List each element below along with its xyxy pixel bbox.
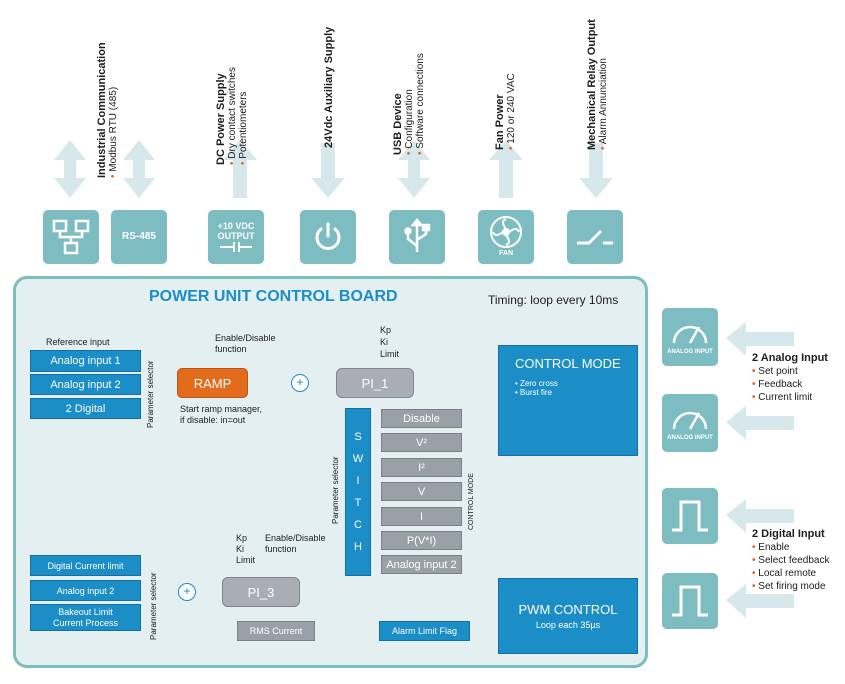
board-title: POWER UNIT CONTROL BOARD [149,288,398,305]
capacitor-icon [220,242,252,252]
label-mechanical-relay-output: Mechanical Relay Output • Alarm Annuncia… [586,19,609,150]
summing-junction-bottom: + [178,583,196,601]
down-arrow [311,143,345,198]
switch-option-i2: I² [381,458,462,477]
switch-option-analog-input-2: Analog input 2 [381,555,462,574]
analog-gauge-icon-2: ANALOG INPUT [662,394,718,452]
relay-switch-icon [567,210,623,264]
left-arrow [726,322,794,356]
rs485-tile: RS-485 [111,210,167,264]
input-2-digital: 2 Digital [30,398,141,419]
control-mode-vertical-label: CONTROL MODE [468,473,475,530]
label-dc-power-supply: DC Power Supply • Dry contact switches •… [215,67,249,165]
switch-option-v: V [381,482,462,501]
input-analog-1: Analog input 1 [30,350,141,372]
analog-input-title: 2 Analog Input [752,352,828,364]
label-usb-device: USB Device • Configuration • Software co… [392,53,426,155]
left-arrow [726,406,794,440]
output-label-2: OUTPUT [217,231,255,241]
network-icon [43,210,99,264]
pwm-sub: Loop each 35µs [535,620,601,630]
ramp-block: RAMP [177,368,248,398]
usb-icon [389,210,445,264]
power-icon [300,210,356,264]
digital-pulse-icon-2 [662,573,718,629]
switch-option-v2: V² [381,433,462,452]
timing-label: Timing: loop every 10ms [488,293,619,307]
parameter-selector-mid: Parameter selector [331,456,340,524]
ramp-note-1: Start ramp manager, [180,404,263,414]
input-analog-2: Analog input 2 [30,374,141,395]
pi3-block: PI_3 [222,577,300,607]
reference-input-label: Reference input [46,337,110,347]
analog-gauge-icon-1: ANALOG INPUT [662,308,718,366]
analog-input-label-2: ANALOG INPUT [667,435,713,441]
double-arrow [398,140,430,198]
limit-label-3: Limit [236,555,256,565]
control-mode-block: CONTROL MODE • Zero cross • Burst fire [498,345,638,456]
control-mode-item-1: Zero cross [520,379,558,388]
limit-label-1: Limit [380,349,400,359]
left-arrow [726,499,794,533]
pwm-control-block: PWM CONTROL Loop each 35µs [498,578,638,654]
analog-input-list: 2 Analog Input • Set point • Feedback • … [752,352,828,403]
digital-pulse-icon-1 [662,488,718,544]
switch-option-i: I [381,507,462,526]
analog-input-label-1: ANALOG INPUT [667,349,713,355]
control-mode-item-2: Burst fire [520,388,553,397]
rms-current-block: RMS Current [237,621,315,641]
pi1-block: PI_1 [336,368,414,398]
parameter-selector-bottom: Parameter selector [149,572,158,640]
ki-label-1: Ki [380,337,389,347]
double-arrow [54,140,86,198]
summing-junction-top: + [291,374,309,392]
double-arrow [123,140,155,198]
enable-disable-label-3: Enable/Disable [265,533,326,543]
digital-input-title: 2 Digital Input [752,528,825,540]
input-analog-2-bottom: Analog input 2 [30,580,141,601]
output-label-1: +10 VDC [217,221,255,231]
up-arrow [489,140,523,198]
ramp-note-2: if disable: in=out [180,415,246,425]
ki-label-3: Ki [236,544,245,554]
enable-disable-label-2: function [215,344,247,354]
switch-option-disable: Disable [381,409,462,428]
down-arrow [579,143,613,198]
fan-icon: FAN [478,210,534,264]
digital-input-list: 2 Digital Input • Enable • Select feedba… [752,528,830,592]
enable-disable-label-1: Enable/Disable [215,333,276,343]
left-arrow [726,584,794,618]
kp-label-1: Kp [380,325,392,335]
rs485-label: RS-485 [122,231,156,242]
fan-label: FAN [499,250,513,257]
parameter-selector-top: Parameter selector [146,360,155,428]
up-arrow [223,140,257,198]
control-mode-title: CONTROL MODE [515,356,621,371]
kp-label-3: Kp [236,533,248,543]
label-fan-power: Fan Power • 120 or 240 VAC [494,73,517,150]
input-digital-current-limit: Digital Current limit [30,555,141,576]
alarm-limit-flag-block: Alarm Limit Flag [379,621,470,641]
switch-option-pvi: P(V*I) [381,531,462,550]
pwm-title: PWM CONTROL [518,602,618,617]
output-tile: +10 VDC OUTPUT [208,210,264,264]
enable-disable-label-4: function [265,544,297,554]
label-industrial-communication: Industrial Communication • Modbus RTU (4… [96,42,119,178]
label-24vdc-auxiliary-supply: 24Vdc Auxiliary Supply [323,26,335,148]
